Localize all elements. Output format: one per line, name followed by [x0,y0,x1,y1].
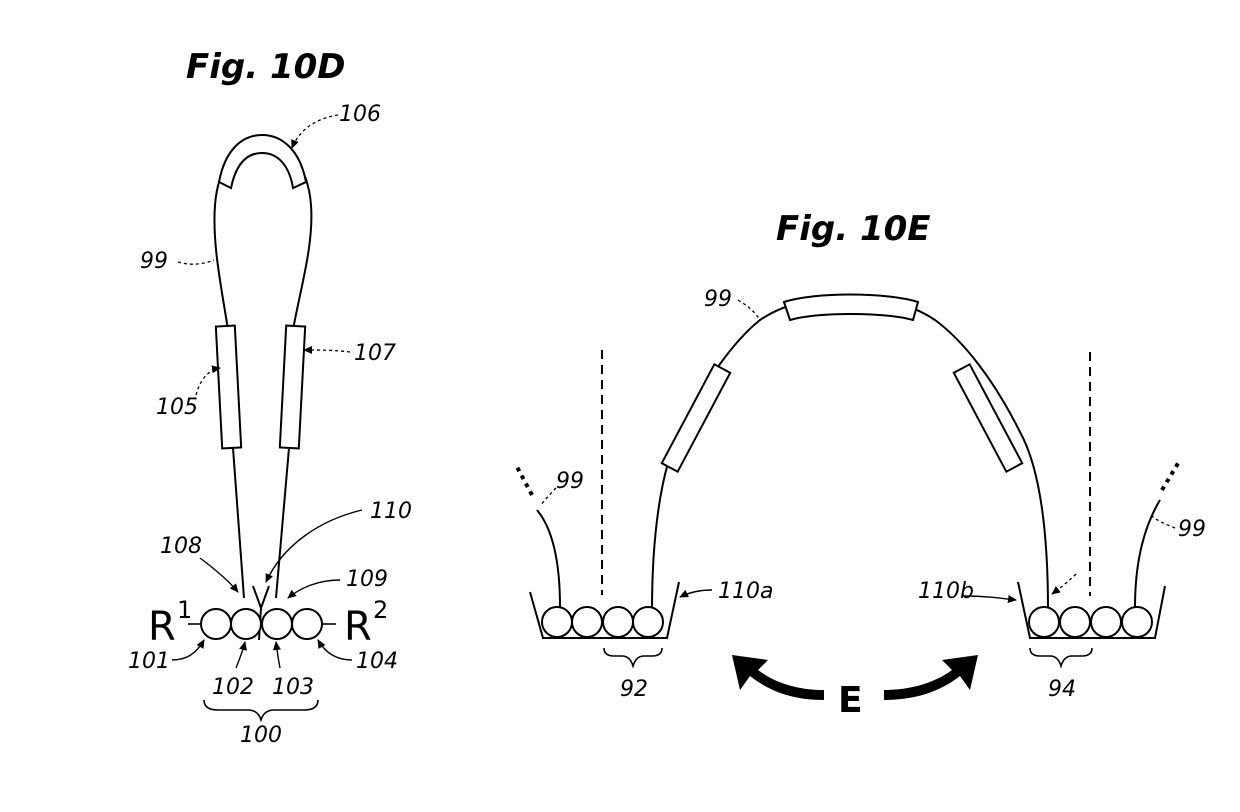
leader-99 [177,259,215,265]
bead-e-4 [632,606,664,638]
brace-100 [203,699,319,723]
sleeve-left [660,362,732,474]
ref-99-right: 99 [1178,517,1206,542]
continuation-dots-left [514,464,534,496]
brace-92 [603,647,663,669]
bead-101 [200,608,232,640]
cup-left [529,581,680,639]
bead-104 [291,608,323,640]
leader-105 [195,365,221,396]
fig-10e-title: Fig. 10E [776,209,931,249]
bead-e-8 [1121,606,1153,638]
leader-109 [287,579,341,599]
cap-top [782,293,920,322]
leader-99-top [737,299,761,321]
leader-106 [291,114,339,149]
label-R1-superscript: 1 [177,596,192,624]
bead-e-3 [602,606,634,638]
ref-110: 110 [370,499,412,524]
label-E: E [838,680,863,721]
cup-right [1017,581,1166,639]
leader-104 [317,639,353,661]
wire-99-right-outer [1134,499,1161,608]
bead-e-5 [1028,606,1060,638]
sleeve-right [952,362,1024,474]
wire-left-straight [232,447,245,599]
leader-107 [303,346,351,355]
ref-110b: 110b [918,579,974,604]
ref-100: 100 [240,723,282,748]
ref-94: 94 [1048,677,1076,702]
wire-99-left-outer [536,509,561,608]
wire-99-arch [651,296,1049,611]
ref-101: 101 [128,649,170,674]
sleeve-105 [214,324,243,450]
bead-102 [230,608,262,640]
ref-103: 103 [272,675,314,700]
label-R2-superscript: 2 [373,596,388,624]
leader-101 [171,639,205,661]
leader-110a [679,589,713,598]
wire-right-straight [275,447,290,599]
ref-107: 107 [354,341,396,366]
fig-10d-title: Fig. 10D [186,47,346,87]
brace-94 [1029,647,1093,669]
sleeve-107 [278,324,307,450]
ref-92: 92 [620,677,648,702]
figure-10d: Fig. 10D R 1 R 2 [128,47,412,748]
bead-e-6 [1059,606,1091,638]
leader-108 [199,557,239,593]
figure-10e: Fig. 10E E [514,209,1206,721]
ref-108: 108 [160,534,202,559]
arrow-E-right [884,655,978,700]
ref-109: 109 [346,567,388,592]
ref-106: 106 [339,102,381,127]
leader-99-right [1149,513,1176,529]
continuation-dots-right [1160,458,1182,492]
leader-102 [235,641,247,669]
leader-110b [963,595,1017,603]
ref-99-top: 99 [704,287,732,312]
label-R2: R [344,604,372,650]
leader-99-left [539,487,557,507]
bead-e-1 [541,606,573,638]
arrow-E-left [732,655,824,700]
bead-103 [261,608,293,640]
ref-105: 105 [156,395,198,420]
ref-99: 99 [140,249,168,274]
ref-110a: 110a [718,579,773,604]
leader-103 [273,641,281,669]
ref-99-left: 99 [556,469,584,494]
bead-e-2 [571,606,603,638]
bead-e-7 [1090,606,1122,638]
ref-104: 104 [356,649,398,674]
leader-110 [265,509,363,583]
ref-102: 102 [212,675,254,700]
leader-110b-gap [1051,573,1077,595]
notch-110 [252,585,270,611]
label-R1: R [148,604,176,650]
cap-106 [217,133,308,190]
